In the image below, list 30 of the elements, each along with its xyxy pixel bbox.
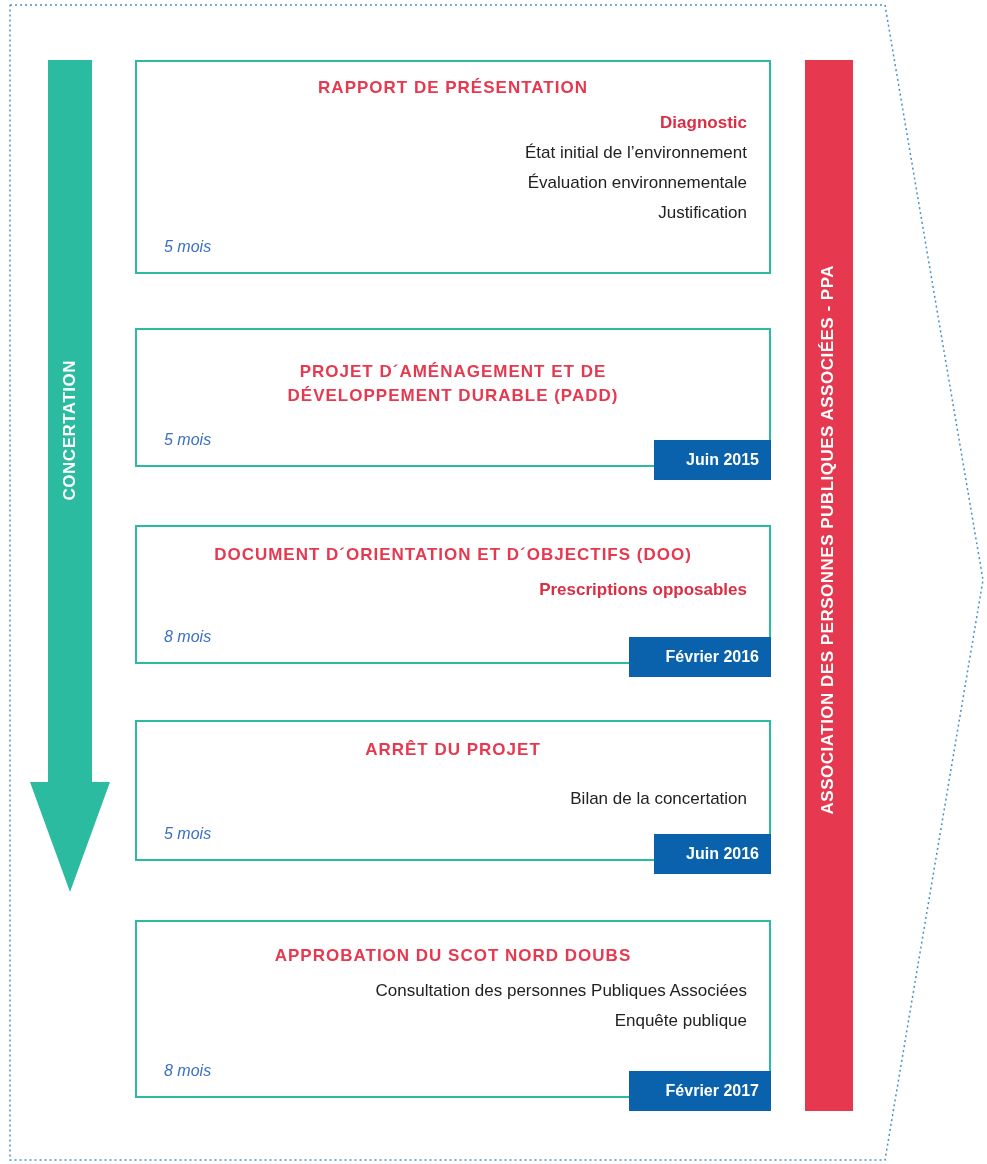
duration-label: 8 mois <box>164 1062 212 1080</box>
duration-label: 5 mois <box>164 238 212 256</box>
step-box <box>135 920 771 1098</box>
step-subtitle: Diagnostic <box>660 112 747 134</box>
step-title: DOCUMENT D´ORIENTATION ET D´OBJECTIFS (DOO) <box>213 544 693 566</box>
step-box <box>135 60 771 274</box>
step-subtitle: Prescriptions opposables <box>539 579 747 601</box>
date-label: Juin 2015 <box>654 440 771 480</box>
step-box <box>135 328 771 467</box>
duration-label: 5 mois <box>164 825 212 843</box>
date-label: Février 2016 <box>629 637 771 677</box>
step-title: ARRÊT DU PROJET <box>364 739 542 761</box>
duration-label: 8 mois <box>164 628 212 646</box>
bar-label: ASSOCIATION DES PERSONNES PUBLIQUES ASSOCIÉES - PPA <box>818 265 838 815</box>
step-item: Justification <box>658 202 747 224</box>
step-item: État initial de l’environnement <box>524 142 747 164</box>
step-title: PROJET D´AMÉNAGEMENT ET DE DÉVELOPPEMENT DURABLE (PADD) <box>286 361 620 407</box>
step-item: Évaluation environnementale <box>527 172 747 194</box>
step-item: Consultation des personnes Publiques Associées <box>375 980 747 1002</box>
step-box <box>135 720 771 861</box>
step-title: APPROBATION DU SCOT NORD DOUBS <box>273 945 633 967</box>
arrow-label: CONCERTATION <box>60 360 80 501</box>
duration-label: 5 mois <box>164 431 212 449</box>
step-box <box>135 525 771 664</box>
step-title: RAPPORT DE PRÉSENTATION <box>317 77 589 99</box>
vertical-bar <box>805 60 853 1111</box>
step-item: Bilan de la concertation <box>570 788 747 810</box>
date-label: Février 2017 <box>629 1071 771 1111</box>
date-label: Juin 2016 <box>654 834 771 874</box>
step-item: Enquête publique <box>614 1010 747 1032</box>
